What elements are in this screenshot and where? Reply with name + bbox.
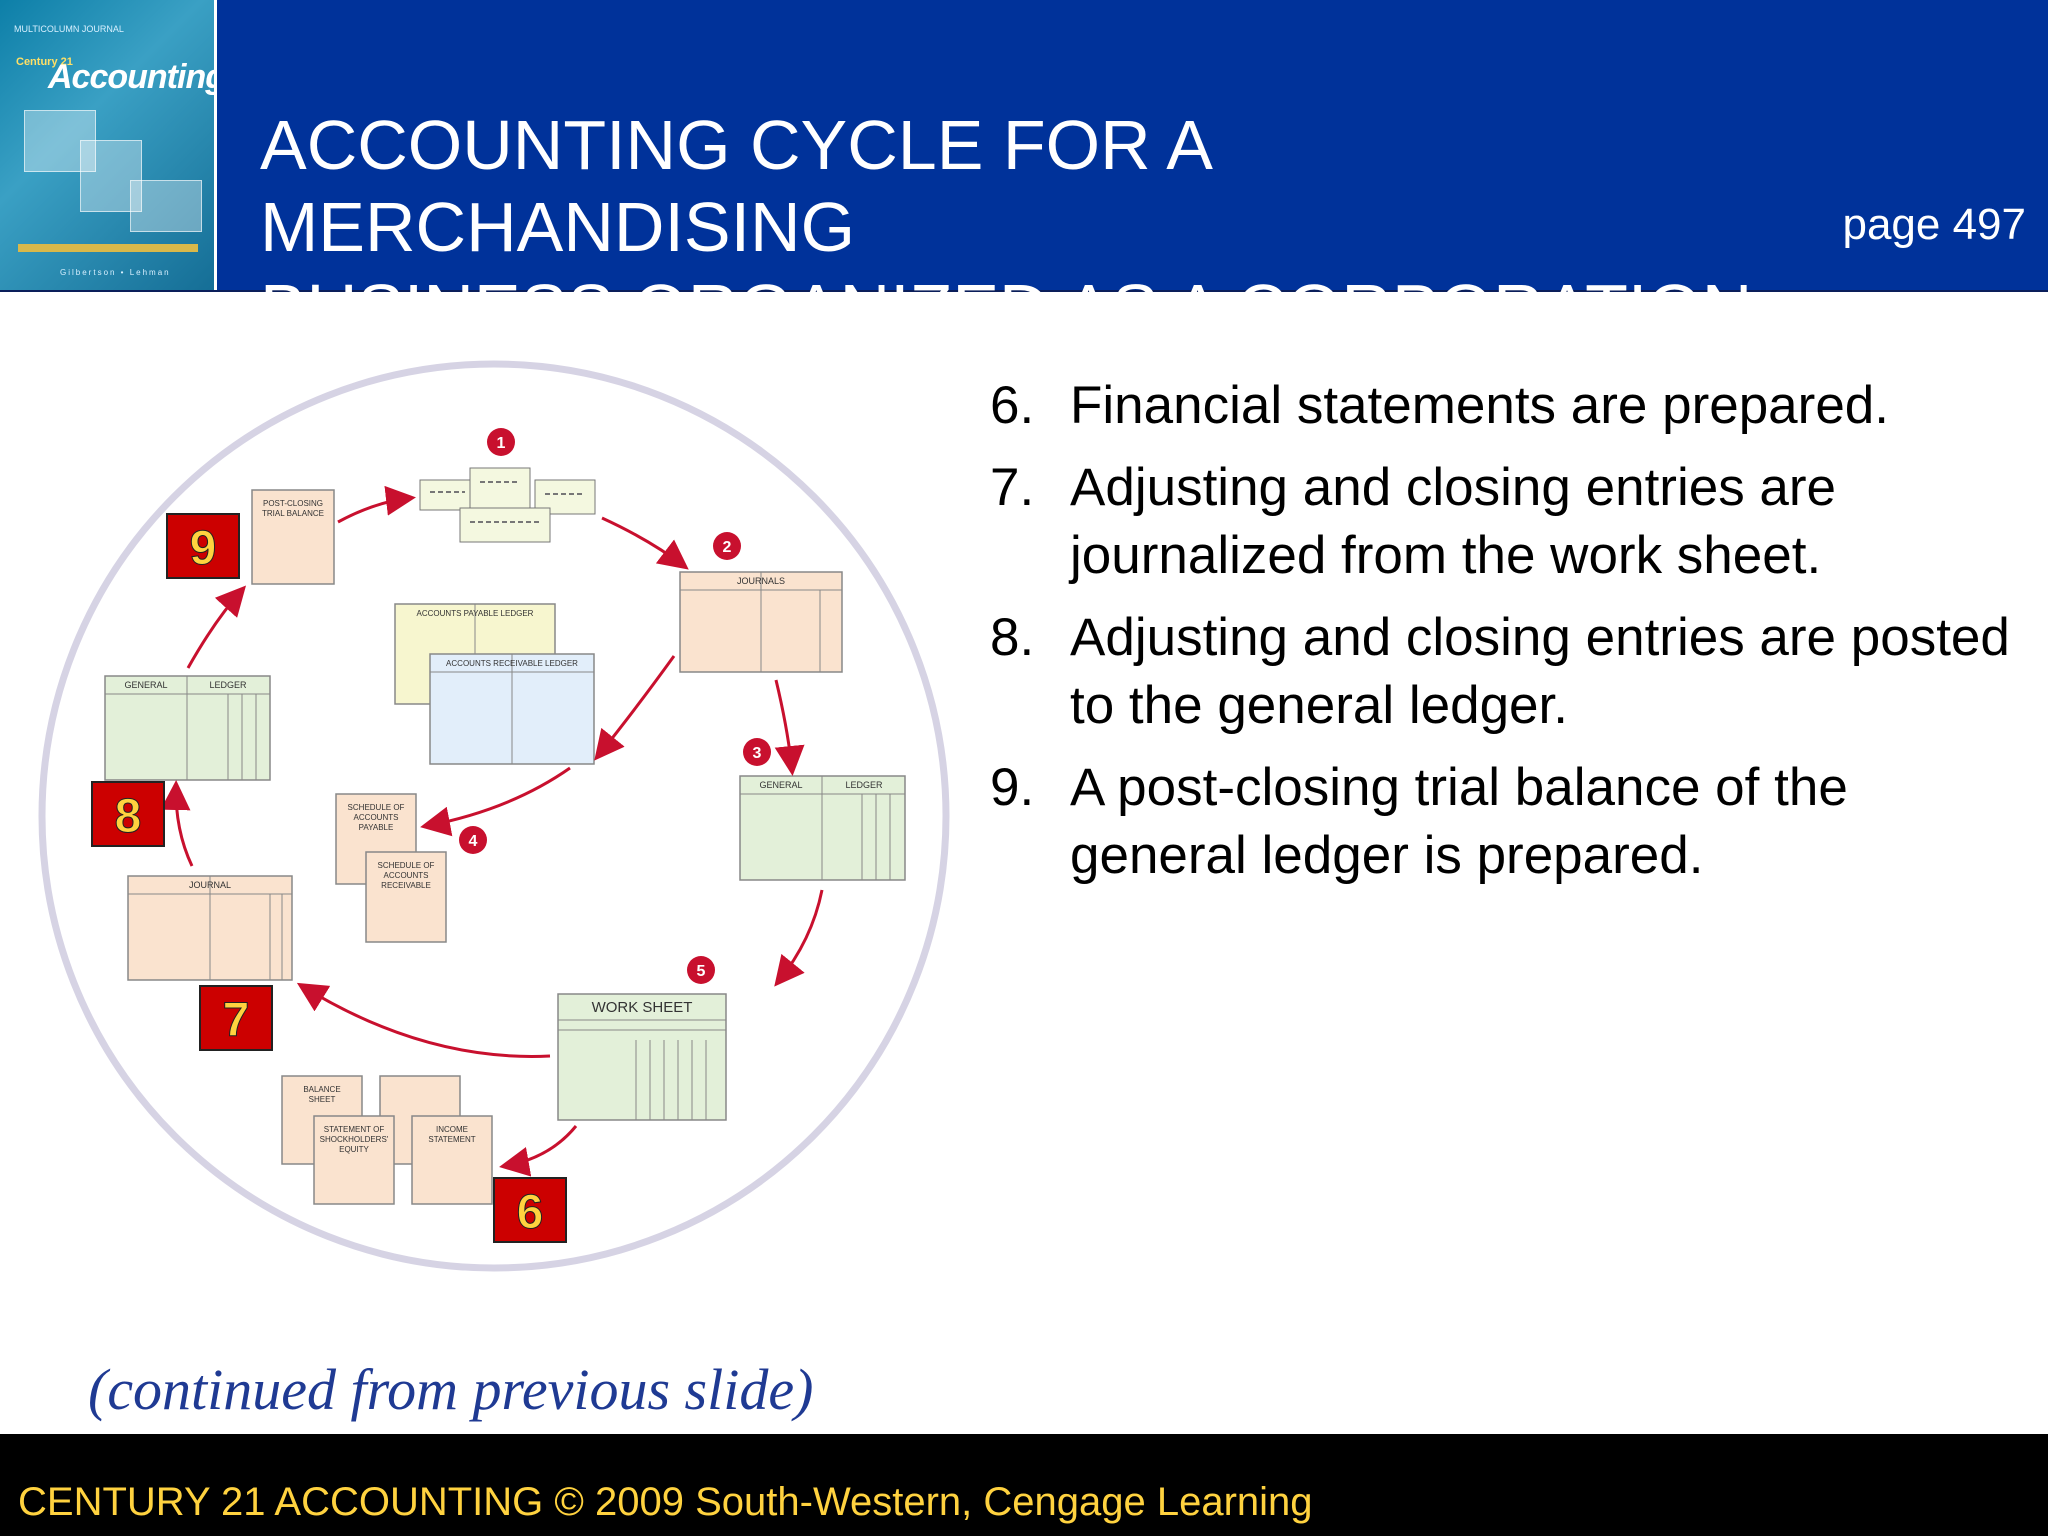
label-balance-sheet-1: BALANCE (303, 1085, 340, 1094)
label-ledger-left: LEDGER (209, 680, 247, 690)
svg-text:2: 2 (723, 539, 732, 556)
page-reference: page 497 (1842, 200, 2026, 249)
cover-tag: MULTICOLUMN JOURNAL (14, 24, 124, 34)
cover-strip (18, 244, 198, 252)
steps-list: 6. Financial statements are prepared. 7.… (990, 372, 2030, 904)
step-number: 6. (990, 376, 1035, 435)
label-stmt-equity-3: EQUITY (339, 1145, 369, 1154)
svg-text:1: 1 (497, 435, 506, 452)
label-journal: JOURNAL (189, 880, 231, 890)
step-number: 8. (990, 608, 1035, 667)
svg-text:9: 9 (190, 522, 217, 575)
step-item: 8. Adjusting and closing entries are pos… (990, 604, 2030, 740)
financial-statements-icon: BALANCE SHEET STATEMENT OF SHOCKHOLDERS'… (281, 1075, 493, 1205)
cover-authors: Gilbertson • Lehman (60, 268, 171, 277)
label-ledger-right: LEDGER (845, 780, 883, 790)
label-schedule-ar-1: SCHEDULE OF (378, 861, 435, 870)
cycle-arrows (160, 485, 824, 1177)
circle-number-3: 3 (743, 738, 771, 766)
step-badge-8: 8 (91, 781, 165, 847)
book-cover-image: MULTICOLUMN JOURNAL Century 21 Accountin… (0, 0, 217, 290)
svg-text:7: 7 (223, 994, 250, 1047)
label-schedule-ar-3: RECEIVABLE (381, 881, 431, 890)
label-post-closing-1: POST-CLOSING (263, 499, 323, 508)
cover-tile (80, 140, 142, 212)
circle-number-4: 4 (459, 826, 487, 854)
svg-text:6: 6 (517, 1186, 544, 1239)
label-ar-ledger: ACCOUNTS RECEIVABLE LEDGER (446, 659, 578, 668)
subsidiary-ledgers-icon: ACCOUNTS PAYABLE LEDGER ACCOUNTS RECEIVA… (394, 603, 595, 765)
cover-tile (130, 180, 202, 232)
source-documents-icon (419, 467, 596, 543)
circle-number-1: 1 (487, 428, 515, 456)
label-ap-ledger: ACCOUNTS PAYABLE LEDGER (417, 609, 534, 618)
step-badge-6: 6 (493, 1177, 567, 1243)
accounting-cycle-diagram: POST-CLOSING TRIAL BALANCE JOURNALS ACCO… (38, 360, 950, 1272)
title-line-1: ACCOUNTING CYCLE FOR A MERCHANDISING (260, 106, 1210, 266)
label-post-closing-2: TRIAL BALANCE (262, 509, 324, 518)
circle-number-5: 5 (687, 956, 715, 984)
label-balance-sheet-2: SHEET (309, 1095, 336, 1104)
label-schedule-ar-2: ACCOUNTS (384, 871, 429, 880)
arrow-2-to-ledgers (594, 655, 676, 761)
arrow-3-to-5 (774, 889, 824, 987)
slide-title: ACCOUNTING CYCLE FOR A MERCHANDISING BUS… (260, 104, 1820, 350)
step-text: A post-closing trial balance of the gene… (1070, 758, 1848, 885)
svg-text:5: 5 (697, 963, 706, 980)
label-general-left: GENERAL (124, 680, 167, 690)
slide-footer: CENTURY 21 ACCOUNTING © 2009 South-Weste… (0, 1434, 2048, 1536)
work-sheet-icon: WORK SHEET (557, 993, 727, 1121)
circle-number-2: 2 (713, 532, 741, 560)
svg-text:4: 4 (469, 833, 478, 850)
step-item: 9. A post-closing trial balance of the g… (990, 754, 2030, 890)
step-number: 7. (990, 458, 1035, 517)
arrow-5-to-7 (296, 982, 551, 1058)
slide-header: MULTICOLUMN JOURNAL Century 21 Accountin… (0, 0, 2048, 348)
step-badge-7: 7 (199, 985, 273, 1051)
label-work-sheet: WORK SHEET (592, 999, 693, 1016)
label-stmt-equity-2: SHOCKHOLDERS' (320, 1135, 389, 1144)
label-stmt-equity-1: STATEMENT OF (324, 1125, 385, 1134)
arrow-8-to-9 (186, 585, 247, 669)
footer-copyright: CENTURY 21 ACCOUNTING © 2009 South-Weste… (18, 1480, 1313, 1524)
label-schedule-ap-3: PAYABLE (359, 823, 394, 832)
step-badge-9: 9 (166, 513, 240, 579)
cover-title: Accounting (48, 58, 217, 96)
arrow-9-to-1 (337, 485, 416, 524)
label-income-stmt-1: INCOME (436, 1125, 468, 1134)
general-ledger-left-icon: GENERAL LEDGER (104, 675, 271, 781)
label-schedule-ap-2: ACCOUNTS (354, 813, 399, 822)
post-closing-trial-balance-icon: POST-CLOSING TRIAL BALANCE (251, 489, 335, 585)
continued-note: (continued from previous slide) (88, 1357, 814, 1422)
journal-icon: JOURNAL (127, 875, 293, 981)
svg-text:3: 3 (753, 745, 762, 762)
arrow-1-to-2 (601, 516, 689, 570)
label-general-right: GENERAL (759, 780, 802, 790)
svg-text:8: 8 (115, 790, 142, 843)
arrow-5-to-6 (499, 1125, 578, 1177)
arrow-ledgers-to-4 (420, 766, 571, 837)
label-income-stmt-2: STATEMENT (428, 1135, 475, 1144)
step-item: 7. Adjusting and closing entries are jou… (990, 454, 2030, 590)
step-text: Financial statements are prepared. (1070, 376, 1889, 435)
arrow-7-to-8 (160, 780, 194, 867)
arrow-2-to-3 (774, 679, 805, 776)
label-schedule-ap-1: SCHEDULE OF (348, 803, 405, 812)
title-line-2: BUSINESS ORGANIZED AS A CORPORATION (260, 270, 1753, 348)
journals-icon: JOURNALS (679, 571, 843, 673)
step-text: Adjusting and closing entries are posted… (1070, 608, 2010, 735)
cover-brand: Century 21 (16, 56, 73, 68)
step-text: Adjusting and closing entries are journa… (1070, 458, 1837, 585)
label-journals: JOURNALS (737, 576, 785, 586)
cover-tile (24, 110, 96, 172)
general-ledger-right-icon: GENERAL LEDGER (739, 775, 906, 881)
step-number: 9. (990, 758, 1035, 817)
step-item: 6. Financial statements are prepared. (990, 372, 2030, 440)
schedules-icon: SCHEDULE OF ACCOUNTS PAYABLE SCHEDULE OF… (335, 793, 447, 943)
